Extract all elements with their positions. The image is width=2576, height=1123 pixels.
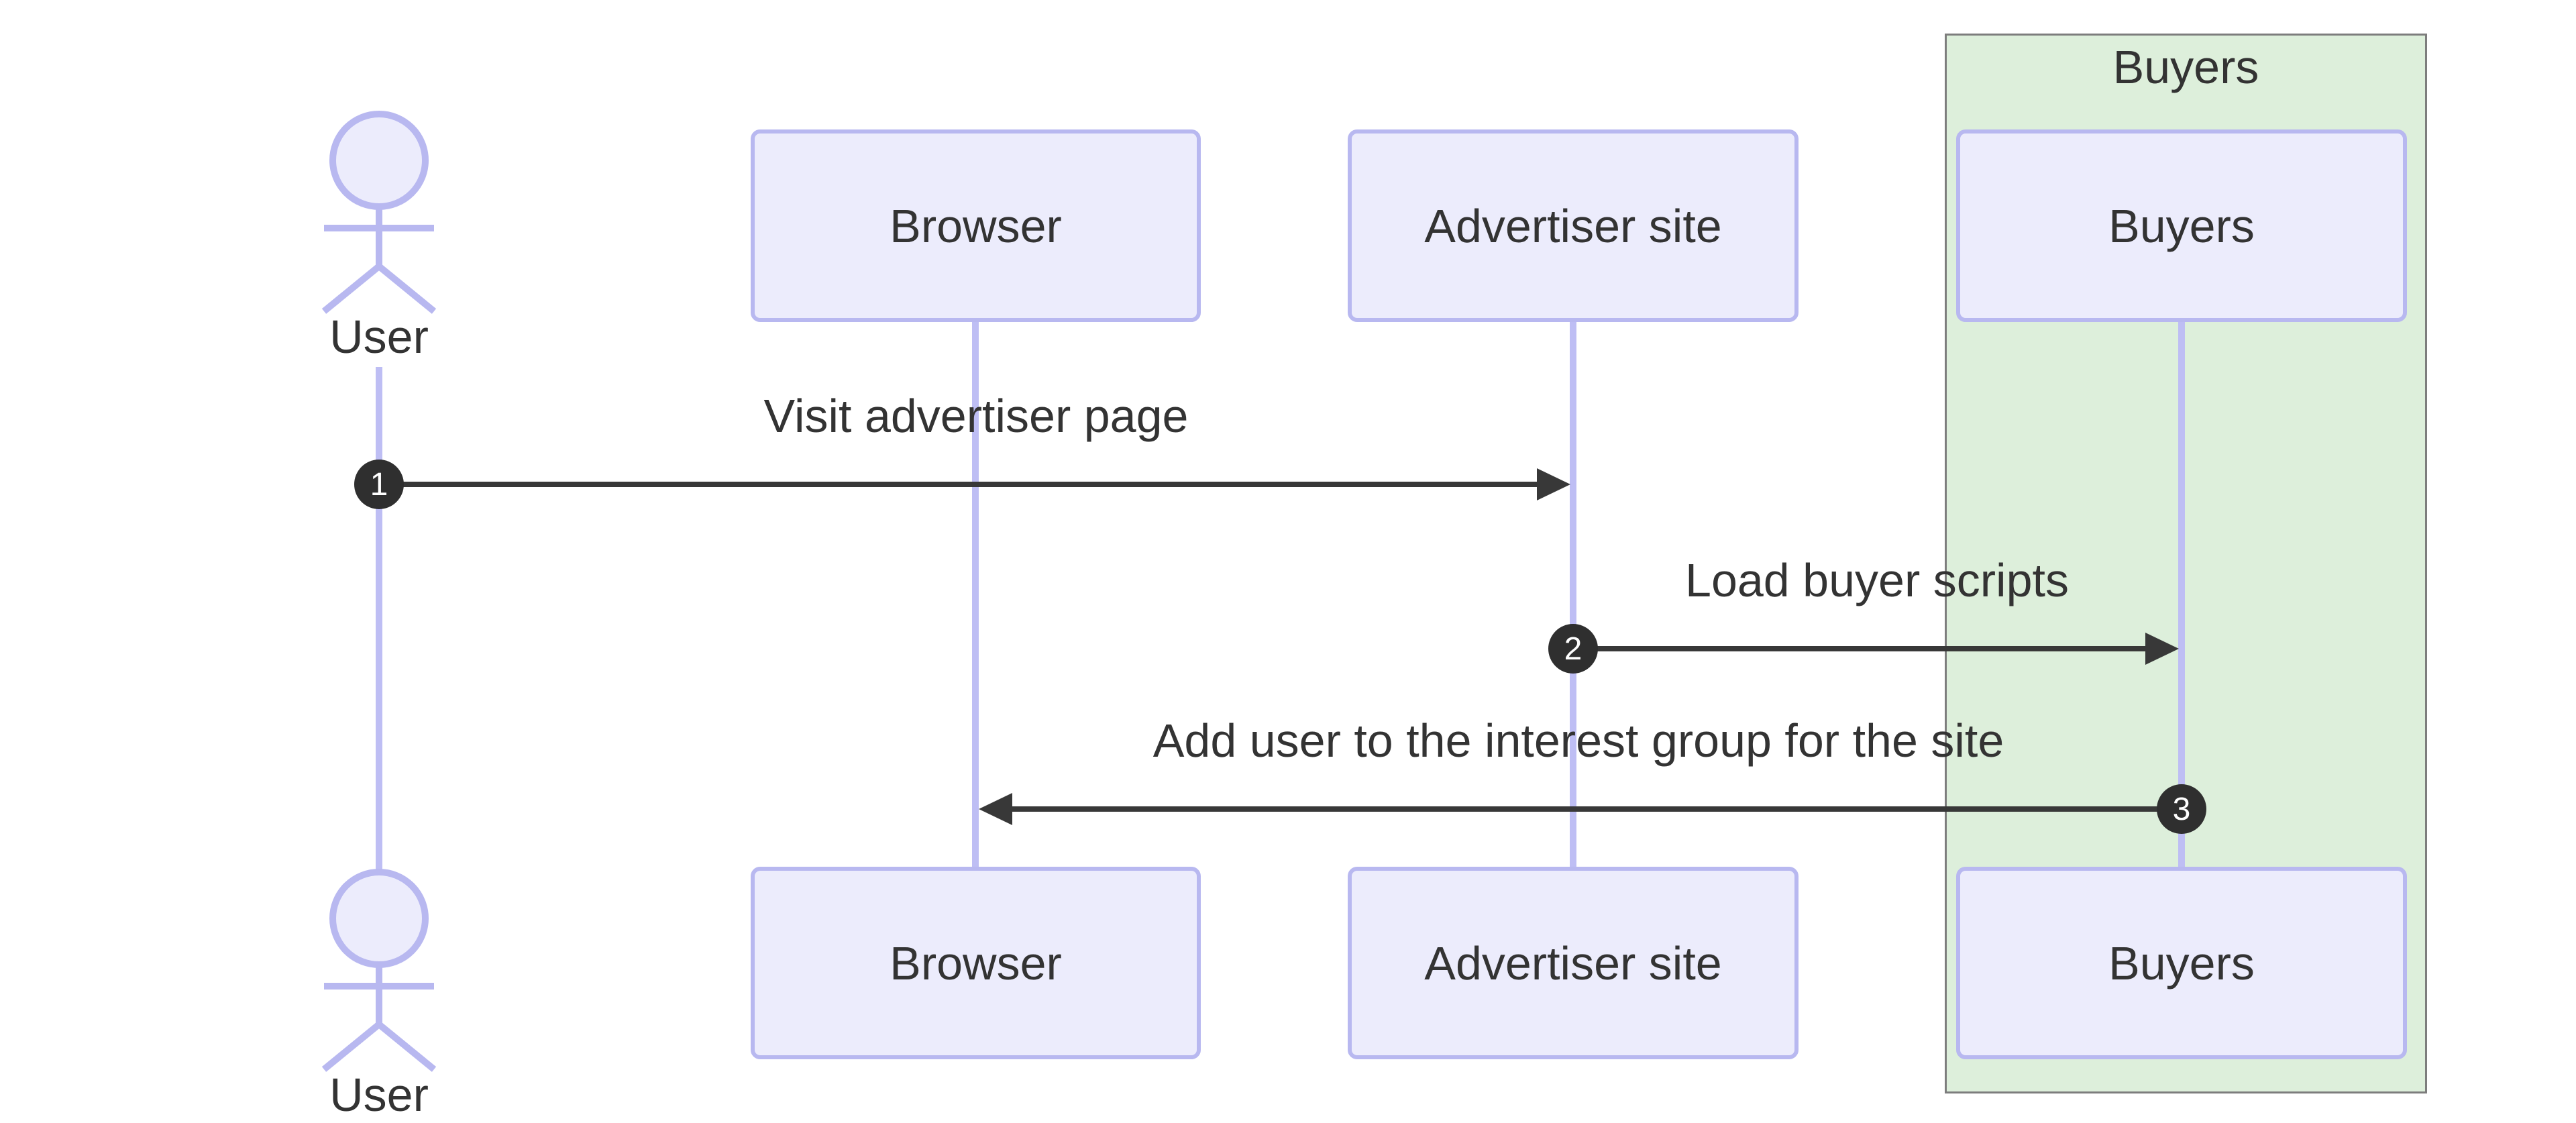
participant-box-buyers-top: Buyers [1956,129,2407,322]
message-2-arrow [1573,633,2179,665]
message-2-number-badge: 2 [1548,624,1598,674]
participant-box-browser-bottom: Browser [751,867,1201,1059]
message-3-arrow [979,793,2182,825]
participant-box-browser-top: Browser [751,129,1201,322]
participant-label-buyers-top: Buyers [2108,199,2255,252]
message-1-number-badge: 1 [354,460,404,509]
message-1-label: Visit advertiser page [763,390,1189,442]
participant-box-buyers-bottom: Buyers [1956,867,2407,1059]
participant-label-advertiser-bottom: Advertiser site [1424,937,1722,990]
message-2-label: Load buyer scripts [1685,554,2069,606]
user-actor-figure-bottom [321,869,437,1072]
buyers-group-title: Buyers [2112,41,2259,93]
participant-label-buyers-bottom: Buyers [2108,937,2255,990]
message-3-number-badge: 3 [2157,784,2206,834]
participant-box-advertiser-bottom: Advertiser site [1348,867,1799,1059]
user-actor-label-bottom: User [329,1069,429,1121]
participant-box-advertiser-top: Advertiser site [1348,129,1799,322]
participant-label-browser-bottom: Browser [890,937,1062,990]
participant-label-advertiser-top: Advertiser site [1424,199,1722,252]
user-actor-label-top: User [329,311,429,363]
participant-label-browser-top: Browser [890,199,1062,252]
message-1-arrow [379,468,1570,500]
user-actor-figure-top [321,111,437,314]
message-3-label: Add user to the interest group for the s… [1152,714,2004,767]
